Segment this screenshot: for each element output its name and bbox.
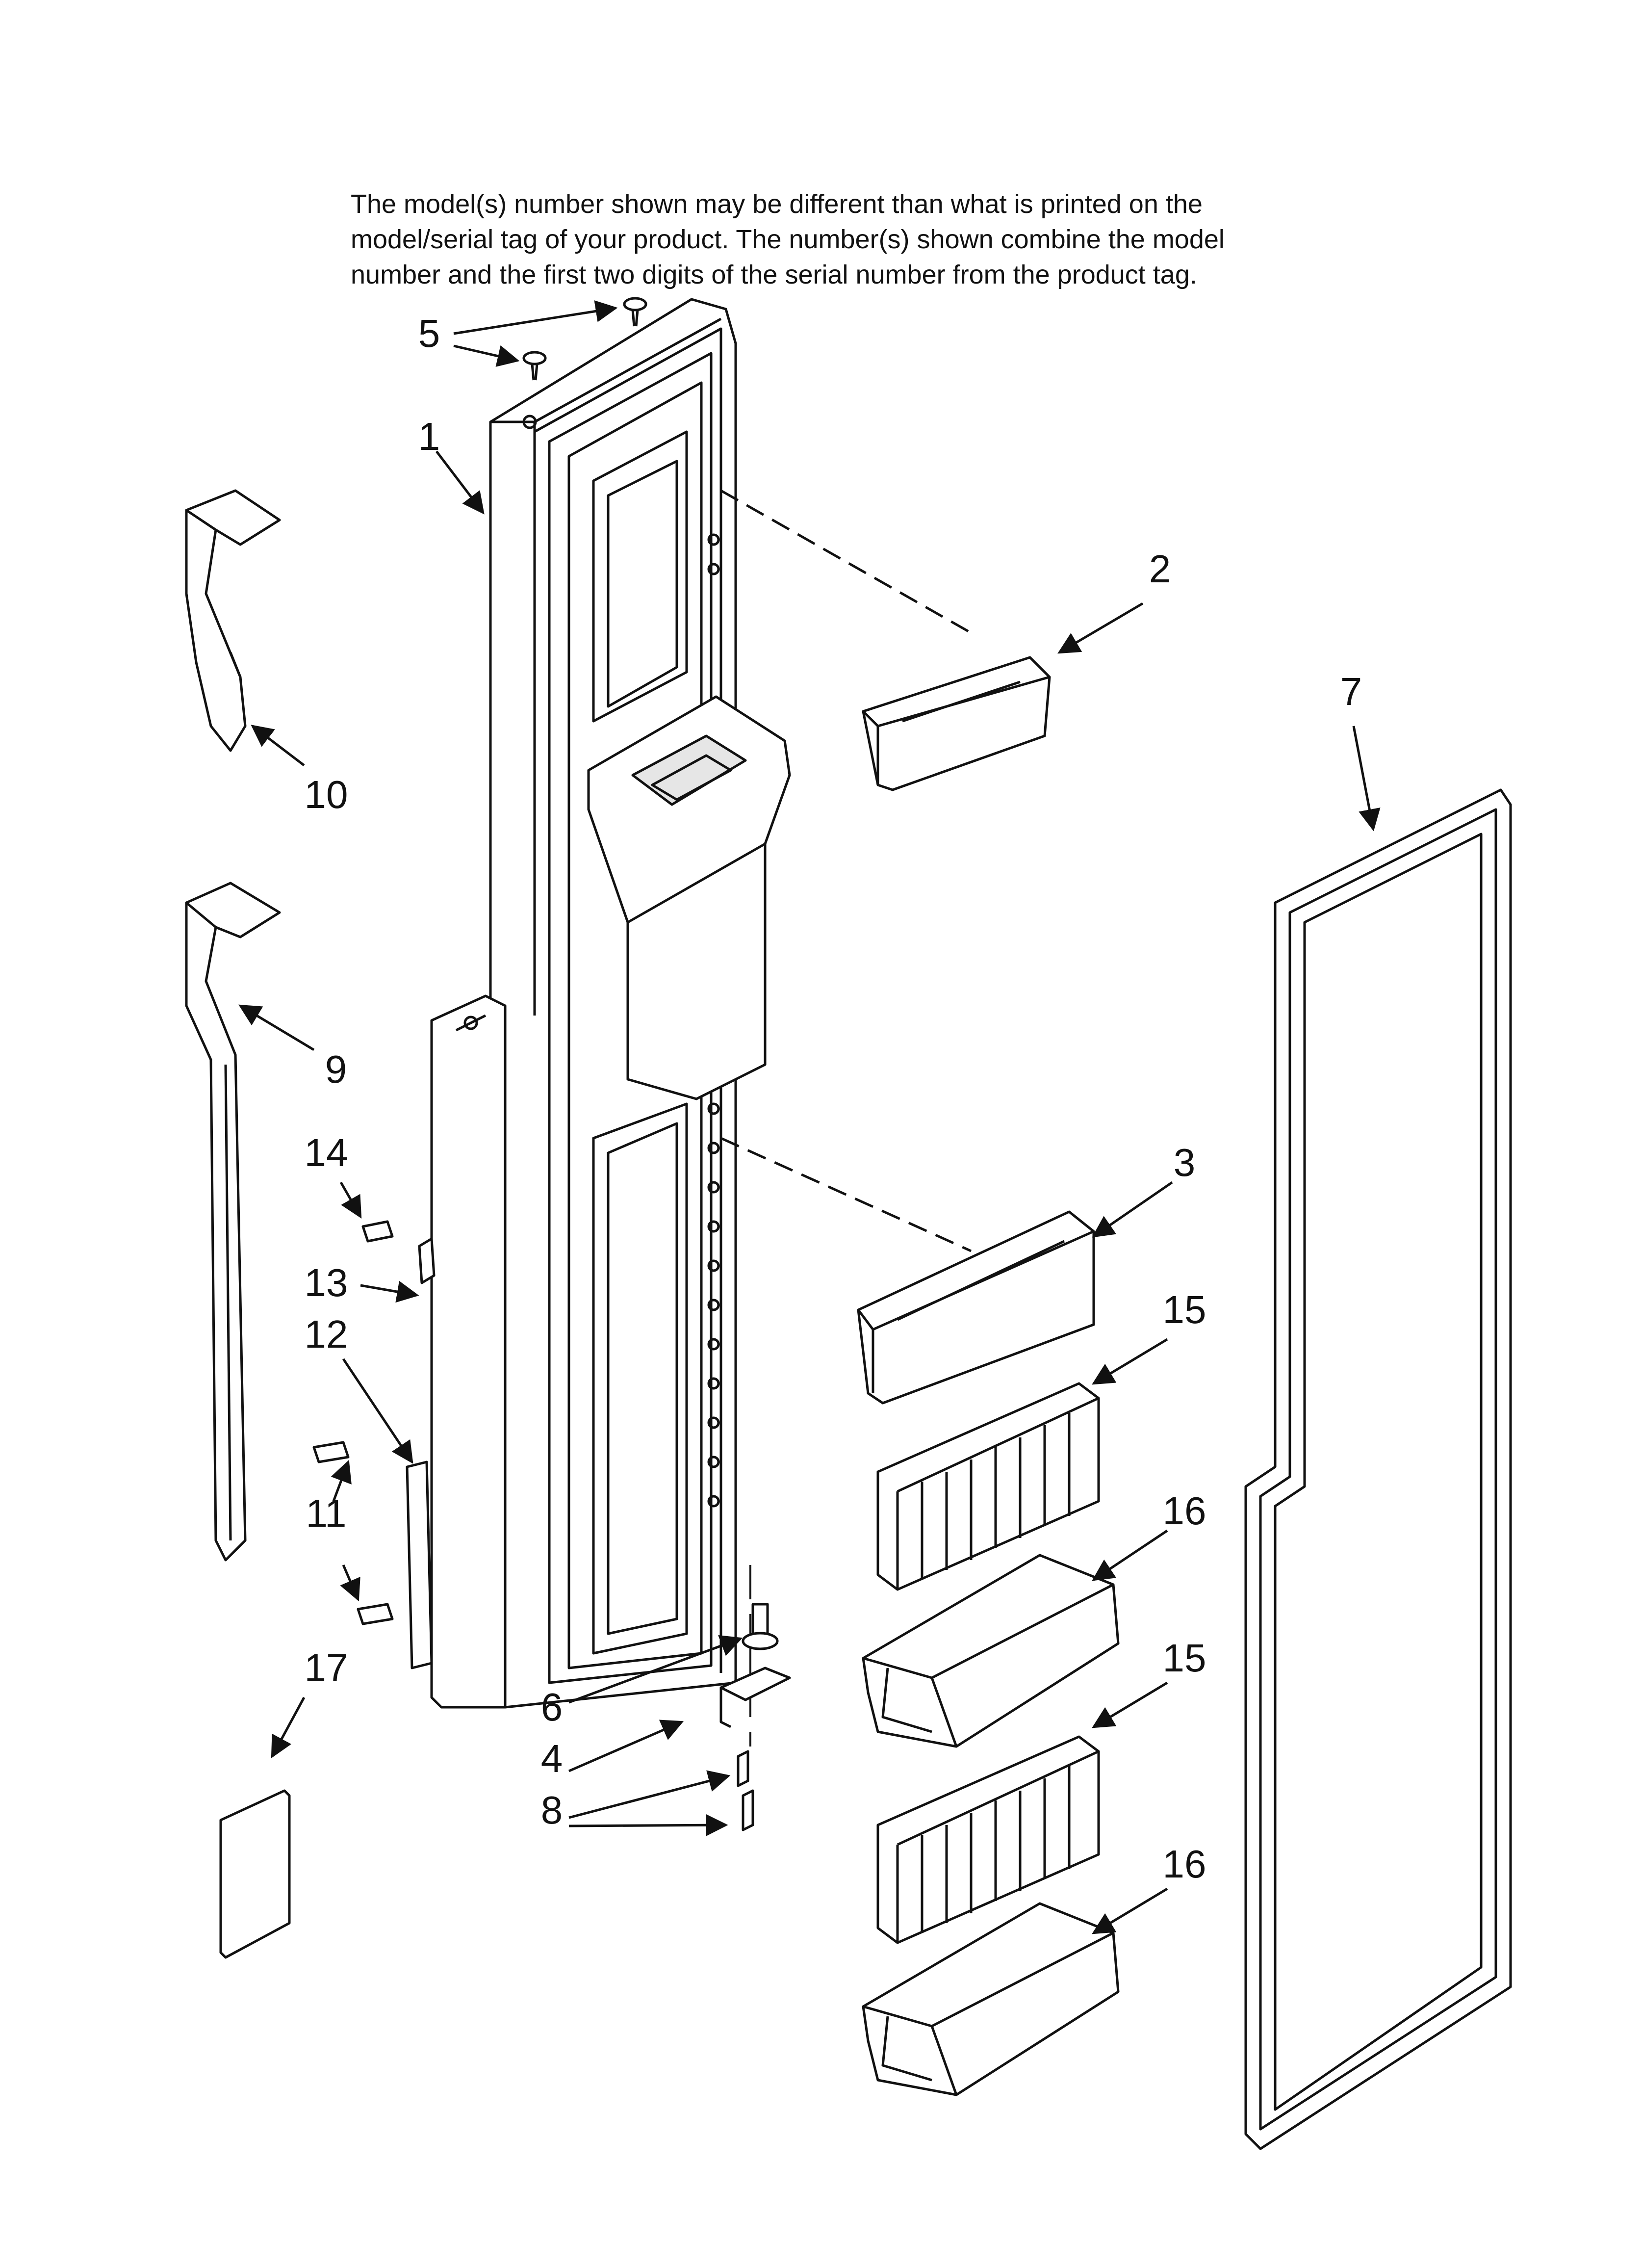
callout-3: 3 [1173, 1141, 1196, 1184]
callout-15b: 15 [1162, 1636, 1206, 1680]
callout-5: 5 [418, 312, 440, 355]
callout-17: 17 [304, 1646, 348, 1690]
door-gasket-part-7 [1244, 788, 1512, 2150]
door-bin-part-2 [862, 656, 1051, 791]
callout-2: 2 [1149, 547, 1171, 591]
hinge-hardware [719, 1565, 791, 1831]
callout-13: 13 [304, 1261, 348, 1304]
callout-11: 11 [306, 1491, 347, 1535]
card-part-17 [219, 1789, 291, 1959]
note-line-3: number and the first two digits of the s… [351, 260, 1197, 289]
callout-4: 4 [540, 1737, 563, 1780]
callout-8: 8 [540, 1788, 563, 1832]
callout-arrows [238, 300, 1381, 1934]
dashed-leader-2 [720, 489, 972, 634]
trim-part-12 [406, 1460, 433, 1669]
model-number-note: The model(s) number shown may be differe… [351, 186, 1356, 292]
door-liner-part-1 [430, 298, 791, 1709]
door-bin-part-16b [862, 1902, 1120, 2096]
screws-part-11 [312, 1441, 394, 1625]
door-bin-part-16a [862, 1554, 1120, 1748]
wire-basket-part-15a [876, 1382, 1100, 1591]
callout-6: 6 [540, 1685, 563, 1729]
handle-part-9 [185, 882, 281, 1562]
callout-16b: 16 [1162, 1842, 1206, 1886]
door-bin-part-3 [857, 1210, 1095, 1405]
callout-7: 7 [1340, 670, 1362, 713]
dashed-leader-3 [720, 1137, 972, 1252]
callout-10: 10 [304, 773, 348, 816]
callout-15a: 15 [1162, 1288, 1206, 1331]
callout-16a: 16 [1162, 1489, 1206, 1533]
note-line-1: The model(s) number shown may be differe… [351, 189, 1203, 219]
bracket-part-13 [361, 1220, 436, 1284]
callout-9: 9 [325, 1047, 347, 1091]
handle-part-10 [185, 489, 281, 752]
note-line-2: model/serial tag of your product. The nu… [351, 225, 1225, 254]
callout-12: 12 [304, 1312, 348, 1356]
wire-basket-part-15b [876, 1735, 1100, 1944]
callout-1: 1 [418, 415, 440, 458]
caps-part-5 [522, 297, 647, 381]
callout-14: 14 [304, 1131, 348, 1174]
